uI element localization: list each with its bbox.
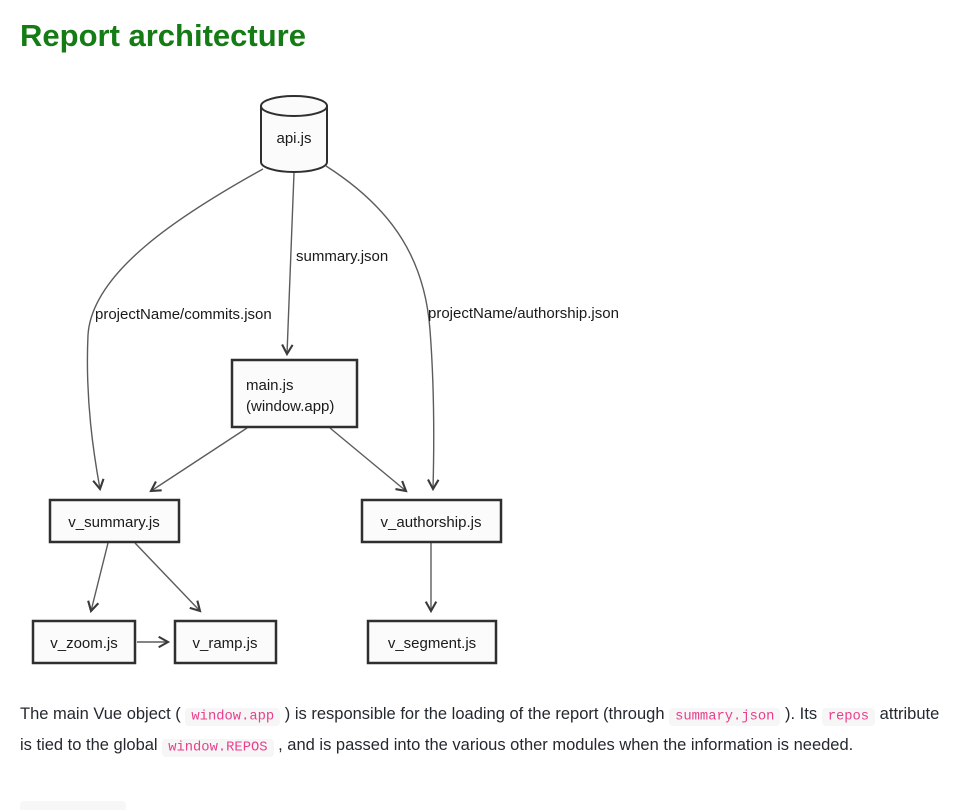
edge-api-to-vauthorship — [325, 165, 440, 492]
node-api-js: api.js — [260, 95, 328, 173]
diagram-edges — [86, 165, 440, 649]
edge-label-commits-json: projectName/commits.json — [95, 306, 272, 323]
page-title: Report architecture — [20, 18, 306, 53]
node-main-js: main.js (window.app) — [230, 358, 359, 429]
node-label: v_segment.js — [388, 635, 476, 652]
cylinder-top — [260, 95, 328, 117]
node-box — [230, 358, 359, 429]
node-box — [173, 619, 278, 665]
node-label: main.js — [246, 377, 294, 394]
edge-label-summary-json: summary.json — [296, 248, 388, 265]
node-box — [360, 498, 503, 544]
paragraph-text: ). Its — [780, 705, 822, 723]
edge-labels: summary.json projectName/commits.json pr… — [95, 248, 619, 323]
cylinder-body — [260, 106, 328, 173]
body-paragraph: The main Vue object ( window.app ) is re… — [20, 700, 946, 762]
inline-code-repos: repos — [821, 707, 876, 726]
node-v-ramp-js: v_ramp.js — [173, 619, 278, 665]
node-label: v_summary.js — [68, 514, 159, 531]
node-box — [31, 619, 137, 665]
paragraph-text: , and is passed into the various other m… — [273, 736, 854, 754]
paragraph-text: The main Vue object ( — [20, 705, 186, 723]
node-v-zoom-js: v_zoom.js — [31, 619, 137, 665]
node-label: v_zoom.js — [50, 635, 118, 652]
edge-main-to-vsummary — [149, 427, 248, 493]
edge-label-authorship-json: projectName/authorship.json — [428, 305, 619, 322]
diagram-svg: summary.json projectName/commits.json pr… — [31, 95, 619, 665]
node-v-authorship-js: v_authorship.js — [360, 498, 503, 544]
partial-code-element — [20, 801, 126, 810]
node-box — [366, 619, 498, 665]
inline-code-window-app: window.app — [185, 707, 281, 726]
node-v-summary-js: v_summary.js — [48, 498, 181, 544]
edge-api-to-main — [281, 172, 295, 357]
edge-main-to-vauthorship — [329, 427, 408, 493]
edge-vsummary-to-vramp — [134, 542, 202, 613]
edge-api-to-vsummary — [86, 168, 264, 492]
inline-code-window-repos: window.REPOS — [162, 738, 274, 757]
node-label: api.js — [276, 130, 311, 147]
node-sublabel: (window.app) — [246, 398, 334, 415]
edge-vsummary-to-vzoom — [87, 542, 109, 614]
paragraph-text: attribute is tied to the global — [20, 705, 940, 754]
node-box — [48, 498, 181, 544]
node-v-segment-js: v_segment.js — [366, 619, 498, 665]
paragraph-text: ) is responsible for the loading of the … — [280, 705, 670, 723]
architecture-diagram: summary.json projectName/commits.json pr… — [0, 90, 700, 690]
inline-code-summary-json: summary.json — [669, 707, 781, 726]
node-label: v_authorship.js — [381, 514, 482, 531]
node-label: v_ramp.js — [192, 635, 257, 652]
